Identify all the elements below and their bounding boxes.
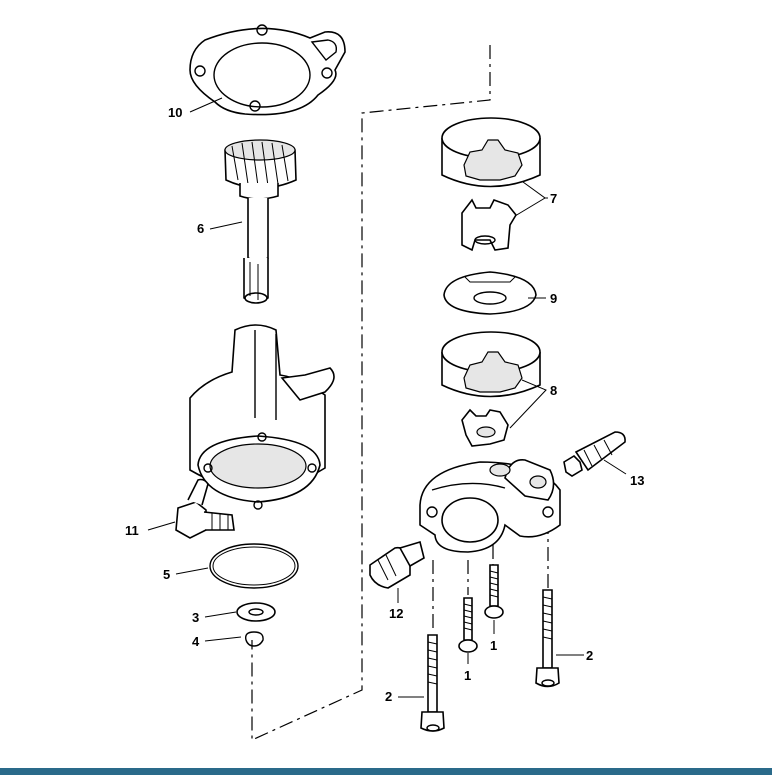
part-fitting-left [369, 540, 425, 589]
part-pump-body [419, 459, 561, 553]
part-long-bolt-left [420, 634, 445, 732]
part-rotor-set-upper [441, 117, 541, 252]
part-o-ring [209, 543, 299, 589]
part-short-bolt-left [458, 597, 478, 653]
part-pump-housing [189, 324, 335, 510]
part-long-bolt-right [535, 589, 560, 688]
callout-8: 8 [550, 383, 557, 398]
callout-9: 9 [550, 291, 557, 306]
part-retaining-ring [244, 631, 264, 647]
part-elbow-fitting [175, 478, 235, 539]
callout-13: 13 [630, 473, 644, 488]
bottom-border-bar [0, 768, 772, 775]
callout-5: 5 [163, 567, 170, 582]
part-fitting-right [563, 431, 626, 477]
part-plate [443, 271, 537, 315]
callout-labels: 10 6 7 9 8 11 5 3 4 12 13 1 1 2 2 [125, 105, 644, 704]
part-short-bolt-right [484, 564, 504, 619]
callout-4: 4 [192, 634, 200, 649]
part-gasket [189, 24, 346, 116]
callout-1-right: 1 [490, 638, 497, 653]
part-drive-gear-shaft [224, 139, 297, 304]
callout-2-right: 2 [586, 648, 593, 663]
callout-12: 12 [389, 606, 403, 621]
callout-11: 11 [125, 523, 139, 538]
callout-7: 7 [550, 191, 557, 206]
part-rotor-set-lower [441, 331, 541, 447]
part-washer [236, 602, 276, 622]
callout-10: 10 [168, 105, 182, 120]
leader-lines [147, 97, 627, 698]
callout-3: 3 [192, 610, 199, 625]
callout-1-left: 1 [464, 668, 471, 683]
callout-6: 6 [197, 221, 204, 236]
callout-2-left: 2 [385, 689, 392, 704]
